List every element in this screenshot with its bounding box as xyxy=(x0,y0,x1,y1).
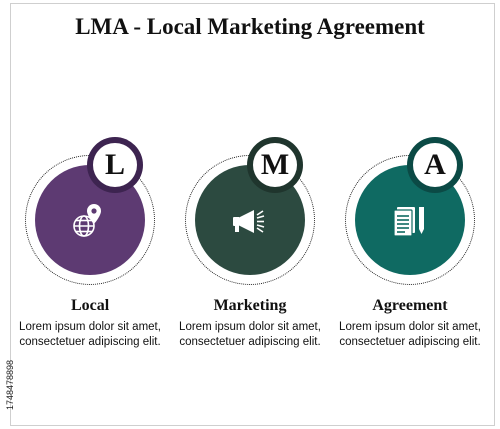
item-local: L Local Lorem ipsum dolor sit amet, cons… xyxy=(15,137,165,387)
item-agreement: A Agreement Lorem ipsum dolor sit amet, … xyxy=(335,137,485,387)
item-description: Lorem ipsum dolor sit amet, consectetuer… xyxy=(179,321,321,348)
stock-id: 1748478898 xyxy=(2,310,16,420)
item-description: Lorem ipsum dolor sit amet, consectetuer… xyxy=(339,321,481,348)
letter-badge: A xyxy=(407,137,463,193)
letter-badge-text: L xyxy=(93,143,137,187)
letter-badge: M xyxy=(247,137,303,193)
item-description: Lorem ipsum dolor sit amet, consectetuer… xyxy=(19,321,161,348)
megaphone-icon xyxy=(233,210,265,233)
letter-badge: L xyxy=(87,137,143,193)
item-label: Marketing xyxy=(213,297,287,314)
diagram-title: LMA - Local Marketing Agreement xyxy=(75,14,425,39)
item-label: Local xyxy=(71,297,110,314)
item-label: Agreement xyxy=(372,297,448,314)
document-pen-icon xyxy=(393,207,424,237)
stock-id-text: 1748478898 xyxy=(5,359,15,410)
letter-badge-text: M xyxy=(253,143,297,187)
letter-badge-text: A xyxy=(413,143,457,187)
globe-location-pin-icon xyxy=(73,204,101,237)
diagram-frame xyxy=(10,3,495,426)
item-marketing: M Marketing Lorem ipsum dolor sit amet, … xyxy=(175,137,325,387)
